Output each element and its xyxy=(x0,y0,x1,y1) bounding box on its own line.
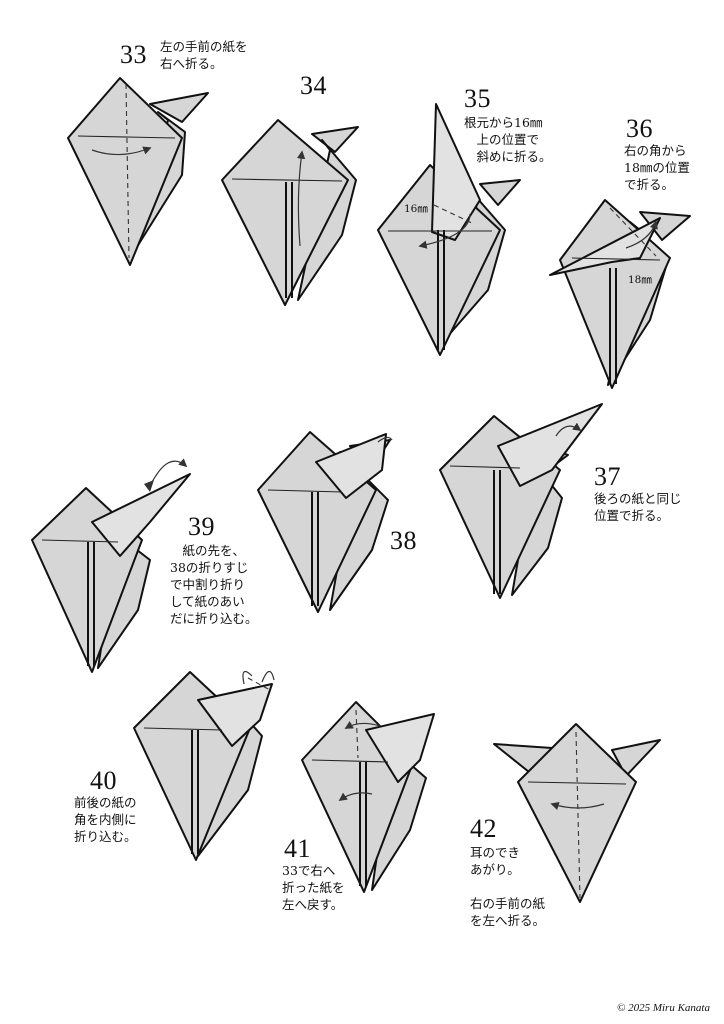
step-33-instruction: 左の手前の紙を 右へ折る。 xyxy=(160,39,248,71)
step-39-figure xyxy=(31,458,191,673)
step-34-number: 34 xyxy=(300,71,327,100)
step-41-figure xyxy=(301,701,435,893)
step-33-figure xyxy=(67,77,209,266)
step-37-number: 37 xyxy=(594,462,621,491)
step-40-figure xyxy=(133,670,275,861)
step-37-figure xyxy=(439,403,603,599)
step-38-figure xyxy=(257,431,393,613)
copyright-credit: © 2025 Miru Kanata xyxy=(616,1002,710,1014)
step-41-number: 41 xyxy=(284,834,311,863)
step-35-dimension-label: 16㎜ xyxy=(404,203,428,215)
step-37-instruction: 後ろの紙と同じ 位置で折る。 xyxy=(594,491,682,523)
step-36-number: 36 xyxy=(626,114,653,143)
step-39-instruction: 紙の先を、 38の折りすじ で中割り折り して紙のあい だに折り込む。 xyxy=(170,543,258,626)
step-42-instruction: 耳のでき あがり。 右の手前の紙 を左へ折る。 xyxy=(470,845,546,928)
step-35-figure xyxy=(377,103,521,356)
step-35-number: 35 xyxy=(464,84,491,113)
step-40-instruction: 前後の紙の 角を内側に 折り込む。 xyxy=(74,795,137,844)
step-36-figure xyxy=(549,199,691,389)
step-42-figure xyxy=(493,723,661,903)
step-36-dimension-label: 18㎜ xyxy=(628,274,652,286)
step-41-instruction: 33で右へ 折った紙を 左へ戻す。 xyxy=(282,863,345,912)
step-34-figure xyxy=(221,119,359,306)
step-42-number: 42 xyxy=(470,814,497,843)
step-35-instruction: 根元から16㎜ 上の位置で 斜めに折る。 xyxy=(464,115,552,164)
step-39-number: 39 xyxy=(188,512,215,541)
step-38-number: 38 xyxy=(390,526,417,555)
step-40-number: 40 xyxy=(90,766,117,795)
step-33-number: 33 xyxy=(120,40,147,69)
step-36-instruction: 右の角から 18㎜の位置 で折る。 xyxy=(624,143,690,192)
